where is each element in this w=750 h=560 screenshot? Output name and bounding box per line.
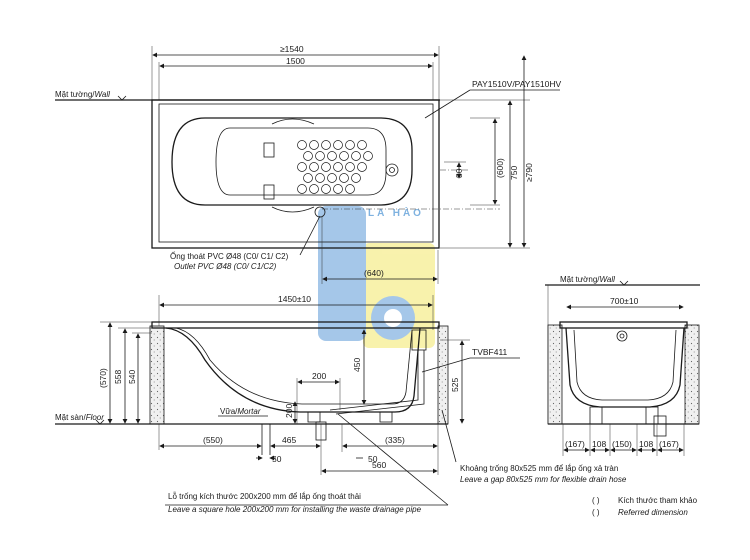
dim-200-horizontal: 200 — [312, 371, 326, 381]
dim-50-right: 50 — [368, 454, 378, 464]
ref-symbol-2: ( ) — [592, 508, 600, 517]
dim-560: 560 — [372, 460, 386, 470]
hole-note-vi: Lỗ trống kích thước 200x200 mm để lắp ốn… — [168, 492, 361, 501]
outlet-label-vi: Ống thoát PVC Ø48 (C0/ C1/ C2) — [170, 251, 289, 261]
outlet-label-en: Outlet PVC Ø48 (C0/ C1/C2) — [174, 262, 277, 271]
wall-label: Mặt tường/ — [55, 90, 95, 99]
floor-label: Mặt sàn/ — [55, 413, 86, 422]
svg-text:Mặt tường/Wall: Mặt tường/Wall — [55, 90, 110, 99]
end-wall-label-en: Wall — [600, 275, 616, 284]
dim-overall-depth: ≥790 — [524, 163, 534, 182]
dim-450: 450 — [352, 358, 362, 372]
dim-465: 465 — [282, 435, 296, 445]
floor-label-en: Floor — [86, 413, 105, 422]
dim-540: 540 — [127, 370, 137, 384]
dim-558: 558 — [113, 370, 123, 384]
dim-570: (570) — [98, 368, 108, 388]
dim-750: 750 — [509, 166, 519, 180]
dim-108-right: 108 — [639, 439, 653, 449]
end-wall-label: Mặt tường/ — [560, 275, 600, 284]
ref-note-en: Referred dimension — [618, 508, 688, 517]
dim-side-length: 1450±10 — [278, 294, 311, 304]
wall-label-en: Wall — [95, 90, 111, 99]
dim-80: 80 — [454, 168, 464, 178]
dim-640: (640) — [364, 268, 384, 278]
dim-108-left: 108 — [592, 439, 606, 449]
dim-550: (550) — [203, 435, 223, 445]
gap-note-vi: Khoảng trống 80x525 mm để lắp ống xả trà… — [460, 464, 618, 473]
mortar-label: Vữa/ — [220, 407, 238, 416]
top-view: ≥1540 1500 Mặt tường/Wall — [55, 44, 561, 284]
dim-150: (150) — [612, 439, 632, 449]
svg-text:Vữa/Mortar: Vữa/Mortar — [220, 407, 261, 416]
drain-model-label: TVBF411 — [472, 347, 508, 357]
massage-dots — [297, 140, 373, 194]
dim-50-left: 50 — [272, 454, 282, 464]
dim-525: 525 — [450, 378, 460, 392]
dim-335: (335) — [385, 435, 405, 445]
model-label: PAY1510V/PAY1510HV — [472, 79, 561, 89]
ref-symbol-1: ( ) — [592, 496, 600, 505]
dim-167-right: (167) — [659, 439, 679, 449]
dim-600: (600) — [495, 158, 505, 178]
mortar-label-en: Mortar — [237, 407, 260, 416]
svg-text:Mặt sàn/Floor: Mặt sàn/Floor — [55, 413, 104, 422]
hole-note-en: Leave a square hole 200x200 mm for insta… — [168, 505, 422, 514]
side-view: 1450±10 Mặt sàn/Floor Vữa/Mortar — [55, 294, 520, 475]
dim-167-left: (167) — [565, 439, 585, 449]
gap-note-en: Leave a gap 80x525 mm for flexible drain… — [460, 475, 627, 484]
dim-width: 1500 — [286, 56, 305, 66]
dim-200-vertical: 200 — [284, 404, 294, 418]
notes: Khoảng trống 80x525 mm để lắp ống xả trà… — [165, 409, 698, 517]
end-view: Mặt tường/Wall 700±10 ( — [545, 275, 700, 456]
ref-note-vi: Kích thước tham khảo — [618, 496, 698, 505]
watermark-text: LA HÀO — [368, 206, 424, 219]
svg-text:Mặt tường/Wall: Mặt tường/Wall — [560, 275, 615, 284]
dim-end-width: 700±10 — [610, 296, 639, 306]
dim-overall-width: ≥1540 — [280, 44, 304, 54]
